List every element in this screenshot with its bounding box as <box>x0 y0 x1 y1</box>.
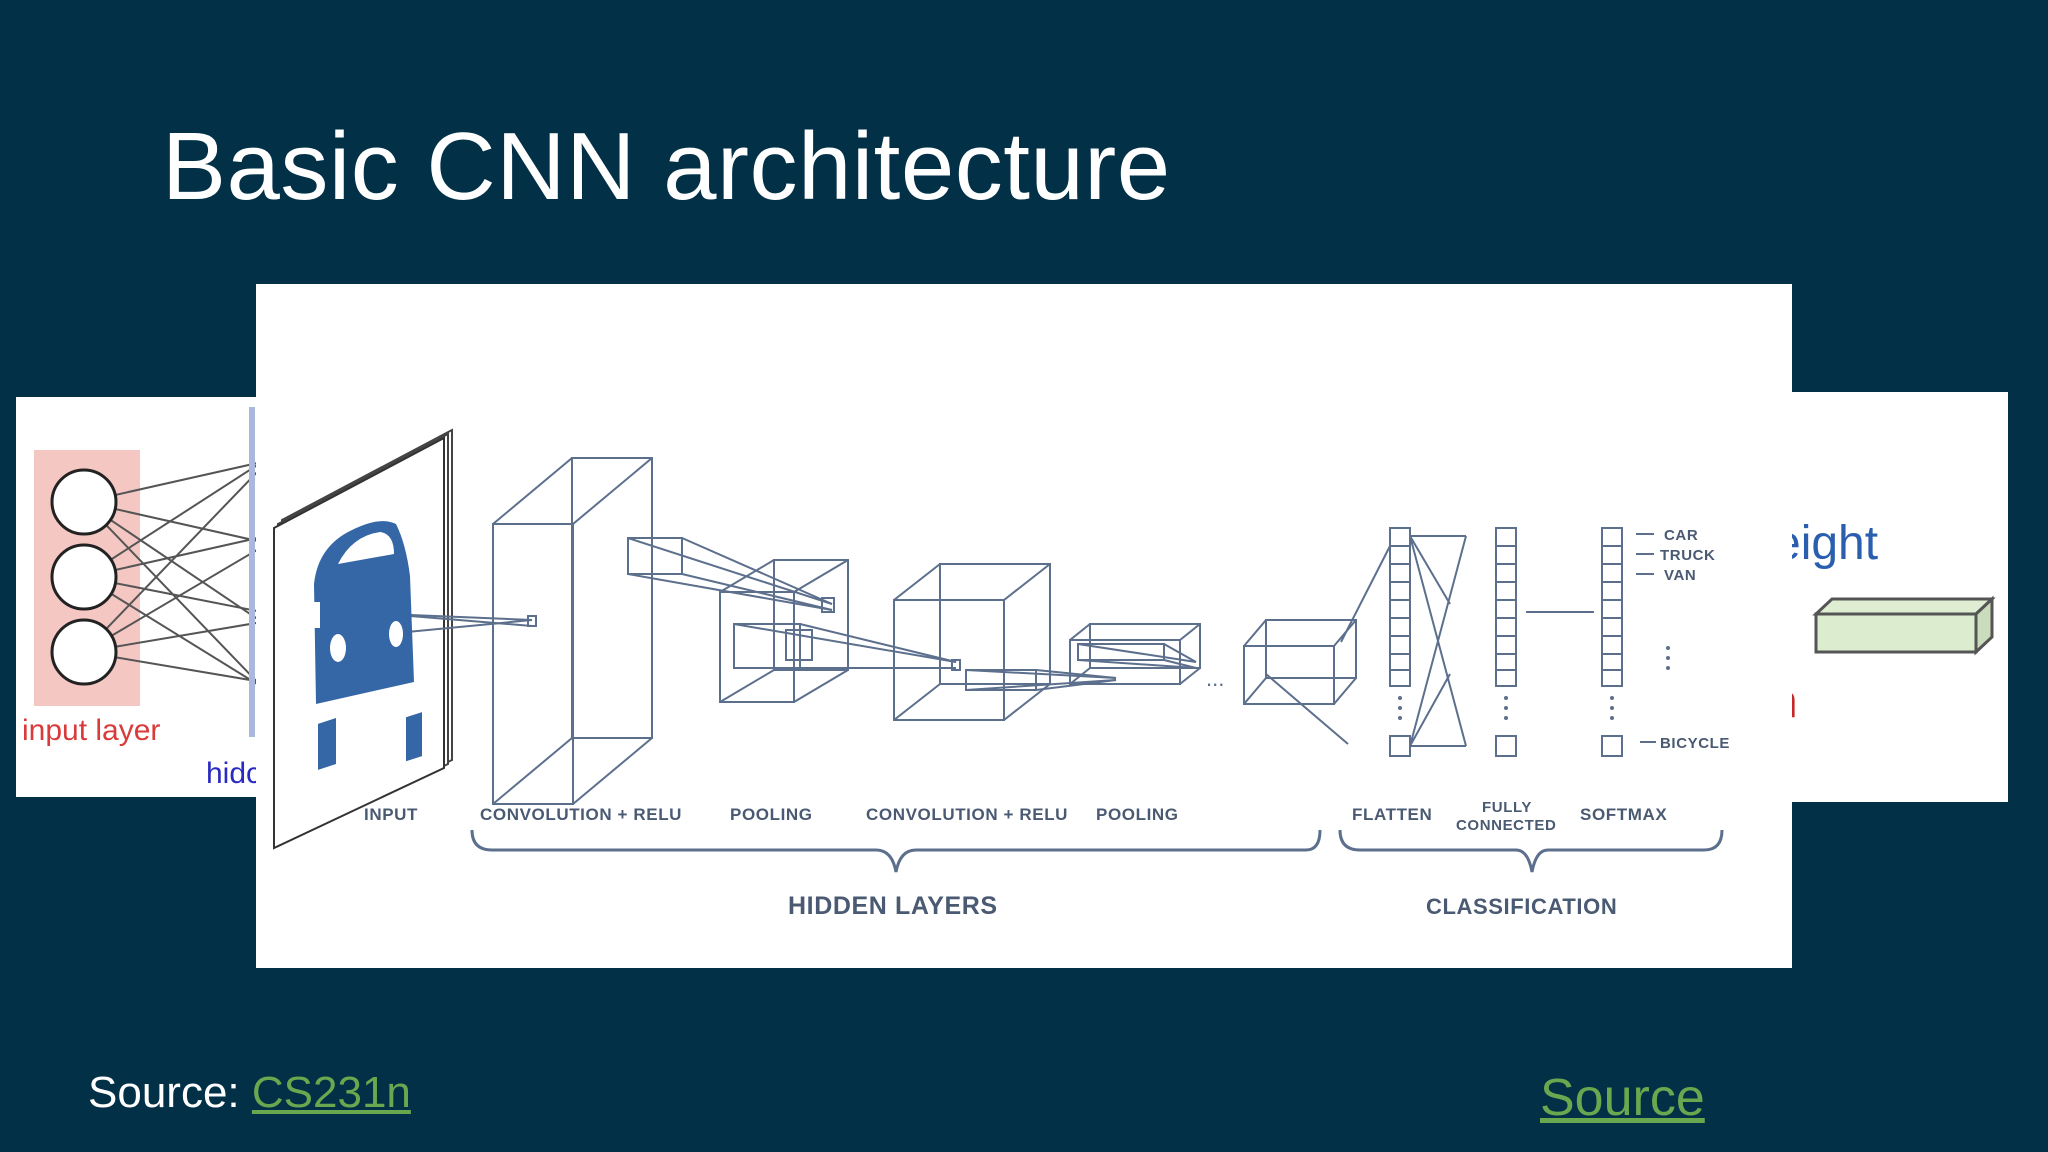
fc-connections <box>1409 535 1467 747</box>
stage-label-fc-line1: FULLY <box>1482 799 1532 816</box>
stage-label-pool1: POOLING <box>730 805 813 824</box>
stage-label-flatten: FLATTEN <box>1352 805 1432 824</box>
footer-source: Source: CS231n <box>88 1068 411 1118</box>
pool1-volume <box>719 559 849 703</box>
conv1-volume <box>492 457 683 805</box>
stage-label-softmax: SOFTMAX <box>1580 805 1667 824</box>
neural-net-figure: input layer hidc <box>16 397 262 797</box>
weight-block <box>1812 595 1996 656</box>
source-link[interactable]: Source <box>1540 1069 1705 1127</box>
stage-label-input: INPUT <box>364 805 418 824</box>
cnn-diagram-panel: ... CAR TRUCK VAN BICYCLE INPUT CONVOLUT… <box>256 284 1792 968</box>
stage-label-conv2: CONVOLUTION + RELU <box>866 805 1068 824</box>
hidden-layers-brace <box>470 829 1322 873</box>
weight-text-fragment: eight <box>1780 517 1878 570</box>
slide-title: Basic CNN architecture <box>162 113 1171 220</box>
source-prefix: Source: <box>88 1068 252 1117</box>
ellipsis: ... <box>1206 666 1224 691</box>
car-details <box>300 532 403 662</box>
input-layer-label: input layer <box>22 714 160 747</box>
classification-brace <box>1338 829 1724 873</box>
cnn-diagram: ... CAR TRUCK VAN BICYCLE INPUT CONVOLUT… <box>273 428 1730 920</box>
softmax-column <box>1601 527 1656 757</box>
class-label-truck: TRUCK <box>1660 547 1716 564</box>
cs231n-link[interactable]: CS231n <box>251 1068 411 1117</box>
group-label-classification: CLASSIFICATION <box>1426 894 1617 919</box>
column-ellipses <box>1398 646 1670 720</box>
group-label-hidden-layers: HIDDEN LAYERS <box>788 892 998 920</box>
neural-net-svg: input layer hidc <box>22 407 262 790</box>
flatten-column <box>1389 527 1411 757</box>
stage-label-fc-line2: CONNECTED <box>1456 817 1556 834</box>
stage-label-pool2: POOLING <box>1096 805 1179 824</box>
final-feature-map <box>1243 619 1357 705</box>
class-label-van: VAN <box>1664 567 1696 584</box>
stage-label-conv1: CONVOLUTION + RELU <box>480 805 682 824</box>
input-neuron <box>50 468 118 536</box>
input-neuron <box>50 618 118 686</box>
class-label-car: CAR <box>1664 527 1698 544</box>
nn-connections <box>83 461 262 688</box>
weight-figure-svg: eight h <box>1780 517 1996 727</box>
conv2-volume <box>893 563 1051 721</box>
input-neuron <box>50 543 118 611</box>
fully-connected-column <box>1495 527 1594 757</box>
hidden-layer-label-fragment: hidc <box>206 757 261 790</box>
class-label-bicycle: BICYCLE <box>1660 735 1730 752</box>
footer-right-source: Source <box>1540 1068 1705 1128</box>
weight-figure: eight h <box>1780 392 2008 802</box>
projection-lines <box>385 537 1391 745</box>
